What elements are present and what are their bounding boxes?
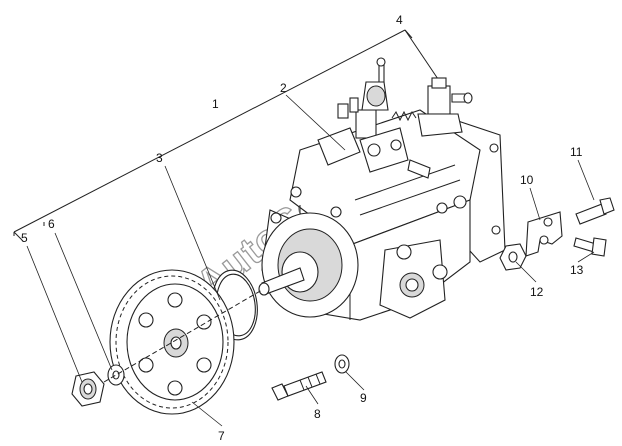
callout-2: 2 xyxy=(280,81,287,95)
leader-lines xyxy=(26,94,595,427)
callout-7: 7 xyxy=(218,429,225,443)
callout-1: 1 xyxy=(212,97,219,111)
mounting-bolt xyxy=(271,371,327,401)
bracket-bolt-upper xyxy=(575,197,615,225)
bolt-washer xyxy=(334,354,350,374)
callout-10: 10 xyxy=(520,173,534,187)
callouts: 1 2 3 4 5 6 7 8 9 10 11 12 13 xyxy=(21,13,584,443)
callout-12: 12 xyxy=(530,285,544,299)
gear-nut xyxy=(71,371,105,407)
bracket-bolt-lower xyxy=(573,237,607,257)
callout-6: 6 xyxy=(48,217,55,231)
bracket-nut xyxy=(499,243,527,271)
callout-8: 8 xyxy=(314,407,321,421)
support-bracket xyxy=(525,211,563,257)
callout-11: 11 xyxy=(570,145,583,159)
assembly-brackets xyxy=(13,29,441,241)
callout-4: 4 xyxy=(396,13,403,27)
callout-3: 3 xyxy=(156,151,163,165)
callout-9: 9 xyxy=(360,391,367,405)
callout-13: 13 xyxy=(570,263,584,277)
washer xyxy=(107,364,125,386)
injection-pump xyxy=(258,57,506,321)
drive-gear xyxy=(109,269,235,415)
callout-5: 5 xyxy=(21,231,28,245)
assembly-axis xyxy=(103,289,263,383)
